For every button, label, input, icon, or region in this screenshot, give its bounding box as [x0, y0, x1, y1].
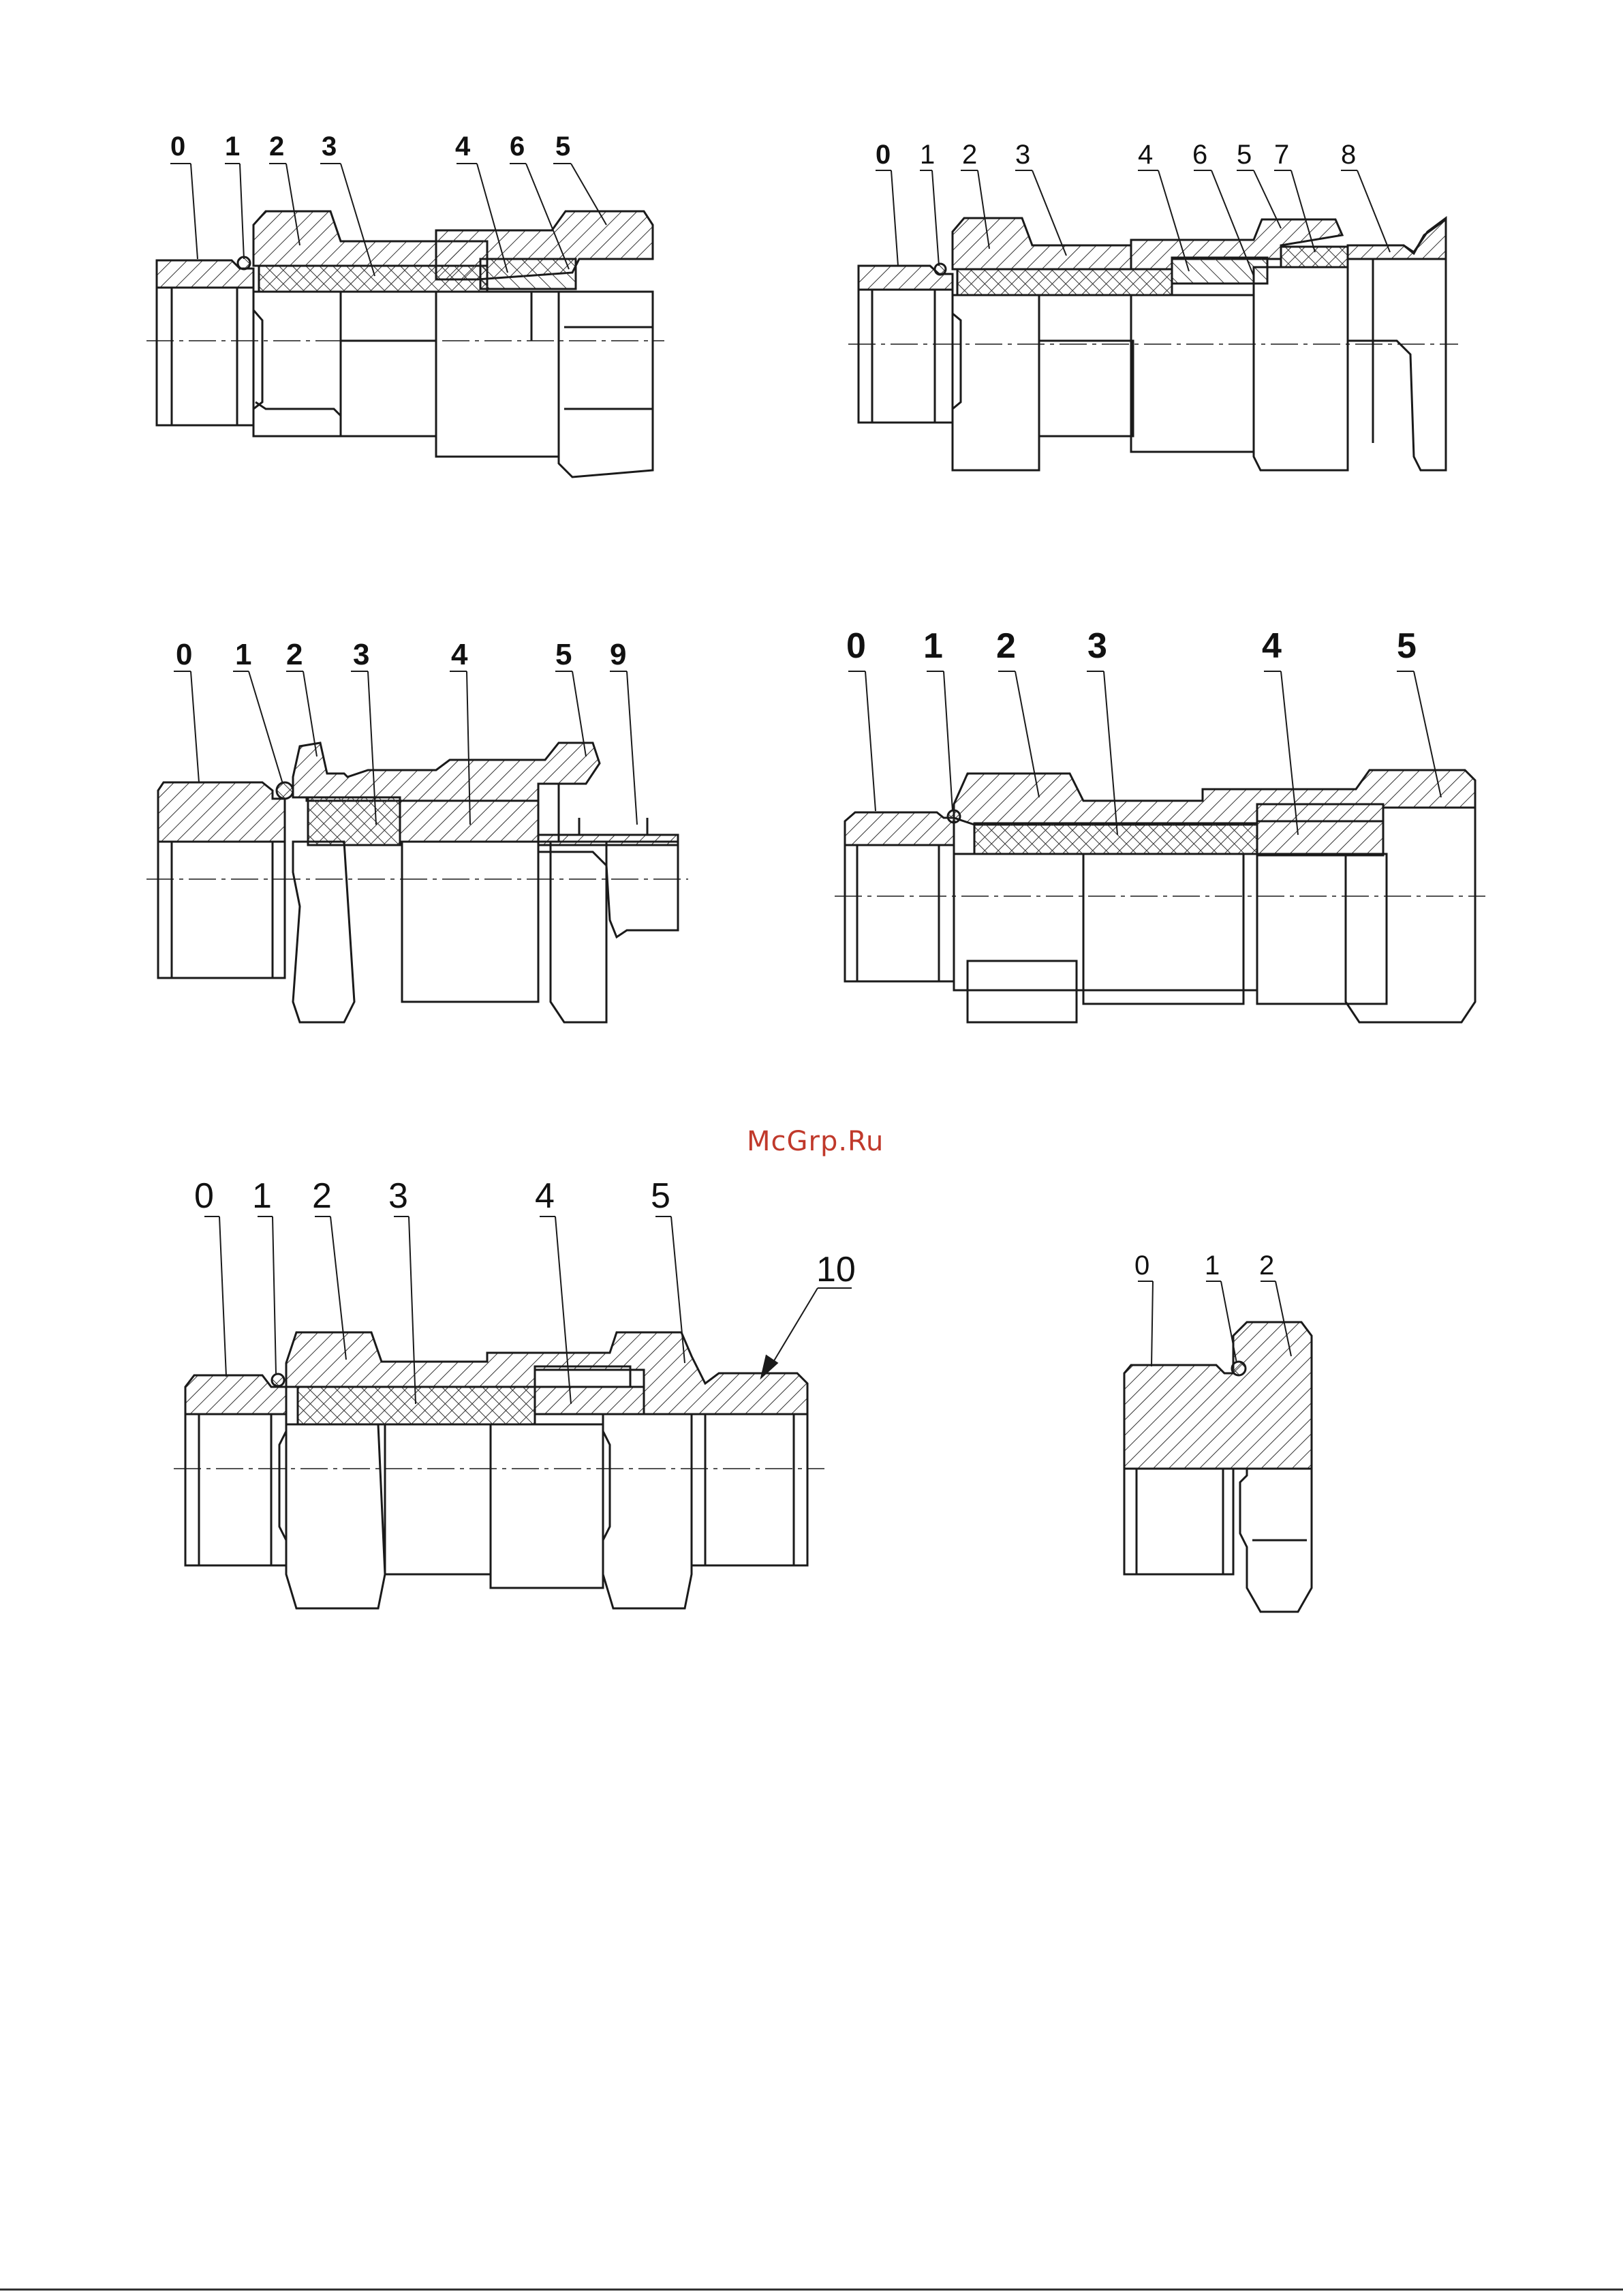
- fig-5-label-5: 5: [651, 1176, 670, 1216]
- fig-4-label-4: 4: [1262, 626, 1282, 666]
- fig-2-label-2: 2: [962, 140, 977, 170]
- fig-5-label-3: 3: [388, 1176, 408, 1216]
- fig-2: [848, 170, 1458, 470]
- fig-5-label-4: 4: [535, 1176, 555, 1216]
- fig-1-label-2: 2: [269, 132, 284, 162]
- fig-2-label-6: 6: [1192, 140, 1207, 170]
- fig-2-label-3: 3: [1015, 140, 1030, 170]
- fig-1-labels: 0 1 2 3 4 6 5: [170, 132, 570, 162]
- fig-4: [835, 671, 1485, 1022]
- fig-6-label-2: 2: [1259, 1251, 1274, 1281]
- fig-1-label-0: 0: [170, 132, 185, 162]
- fig-2-label-8: 8: [1341, 140, 1356, 170]
- fig-1-label-6: 6: [510, 132, 525, 162]
- fig-4-label-1: 1: [923, 626, 943, 666]
- fig-3-label-3: 3: [353, 638, 369, 671]
- fig-5: [174, 1216, 852, 1608]
- fig-3-label-2: 2: [286, 638, 303, 671]
- fig-4-label-0: 0: [846, 626, 866, 666]
- fig-5-labels: 0 1 2 3 4 5 10: [194, 1176, 856, 1289]
- fig-2-label-5: 5: [1237, 140, 1252, 170]
- fig-4-label-3: 3: [1087, 626, 1107, 666]
- fig-5-label-10: 10: [816, 1250, 856, 1289]
- fig-1: [146, 164, 664, 477]
- fig-5-label-2: 2: [312, 1176, 332, 1216]
- fig-4-labels: 0 1 2 3 4 5: [846, 626, 1417, 666]
- fig-6-label-0: 0: [1134, 1251, 1149, 1281]
- fig-1-label-3: 3: [322, 132, 337, 162]
- fig-5-label-1: 1: [252, 1176, 272, 1216]
- fig-4-label-5: 5: [1397, 626, 1417, 666]
- fig-6-label-1: 1: [1205, 1251, 1220, 1281]
- fig-5-label-0: 0: [194, 1176, 214, 1216]
- page-bottom-border: [0, 2289, 1623, 2291]
- fig-3-label-1: 1: [235, 638, 251, 671]
- fig-4-label-2: 2: [996, 626, 1016, 666]
- fig-2-label-4: 4: [1138, 140, 1153, 170]
- fig-3-label-5: 5: [555, 638, 572, 671]
- fig-1-label-5: 5: [555, 132, 570, 162]
- fig-2-labels: 0 1 2 3 4 6 5 7 8: [876, 140, 1356, 170]
- fig-3-label-4: 4: [451, 638, 468, 671]
- fig-3-label-9: 9: [610, 638, 626, 671]
- fig-2-label-1: 1: [920, 140, 935, 170]
- fig-3-label-0: 0: [176, 638, 192, 671]
- fig-1-label-4: 4: [455, 132, 471, 162]
- fig-2-label-0: 0: [876, 140, 891, 170]
- fig-1-label-1: 1: [225, 132, 240, 162]
- fig-3: [146, 671, 688, 1022]
- fig-3-labels: 0 1 2 3 4 5 9: [176, 638, 626, 671]
- watermark-text[interactable]: McGrp.Ru: [747, 1126, 884, 1157]
- fig-6: [1124, 1281, 1312, 1612]
- fig-6-labels: 0 1 2: [1134, 1251, 1274, 1281]
- fig-2-label-7: 7: [1274, 140, 1289, 170]
